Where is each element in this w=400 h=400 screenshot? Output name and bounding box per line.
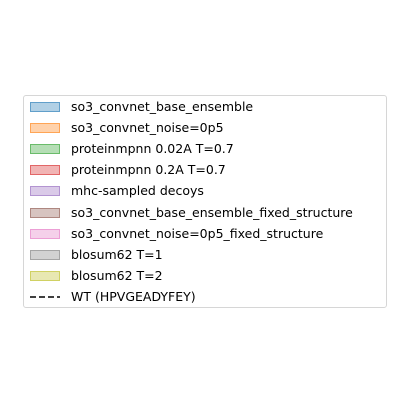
legend-entry: WT (HPVGEADYFEY) — [30, 289, 196, 305]
legend-label: WT (HPVGEADYFEY) — [71, 288, 196, 304]
legend-swatch — [30, 207, 60, 218]
legend-box: so3_convnet_base_ensemble so3_convnet_noi… — [23, 95, 387, 308]
legend-swatch — [30, 270, 60, 281]
legend-entry: proteinmpnn 0.02A T=0.7 — [30, 141, 234, 157]
legend-label: blosum62 T=2 — [71, 267, 163, 283]
legend-entry: blosum62 T=1 — [30, 247, 163, 263]
legend-line-marker — [30, 296, 60, 298]
legend-label: blosum62 T=1 — [71, 246, 163, 262]
legend-swatch — [30, 123, 60, 134]
legend-label: so3_convnet_noise=0p5 — [71, 120, 224, 136]
legend-entry: so3_convnet_base_ensemble_fixed_structur… — [30, 205, 353, 221]
legend-entry: blosum62 T=2 — [30, 268, 163, 284]
legend-swatch — [30, 186, 60, 197]
legend-swatch — [30, 228, 60, 239]
legend-entry: so3_convnet_base_ensemble — [30, 99, 253, 115]
legend-label: so3_convnet_noise=0p5_fixed_structure — [71, 225, 324, 241]
legend-entry: so3_convnet_noise=0p5 — [30, 120, 224, 136]
legend-label: proteinmpnn 0.02A T=0.7 — [71, 141, 234, 157]
legend-swatch — [30, 165, 60, 176]
legend-swatch — [30, 249, 60, 260]
legend-label: so3_convnet_base_ensemble_fixed_structur… — [71, 204, 353, 220]
legend-entry: so3_convnet_noise=0p5_fixed_structure — [30, 226, 323, 242]
legend-entry: mhc-sampled decoys — [30, 183, 204, 199]
legend-label: so3_convnet_base_ensemble — [71, 99, 254, 114]
legend-label: mhc-sampled decoys — [71, 183, 204, 199]
legend-entry: proteinmpnn 0.2A T=0.7 — [30, 162, 226, 178]
legend-swatch — [30, 102, 60, 112]
legend-swatch — [30, 144, 60, 155]
legend-label: proteinmpnn 0.2A T=0.7 — [71, 162, 226, 178]
